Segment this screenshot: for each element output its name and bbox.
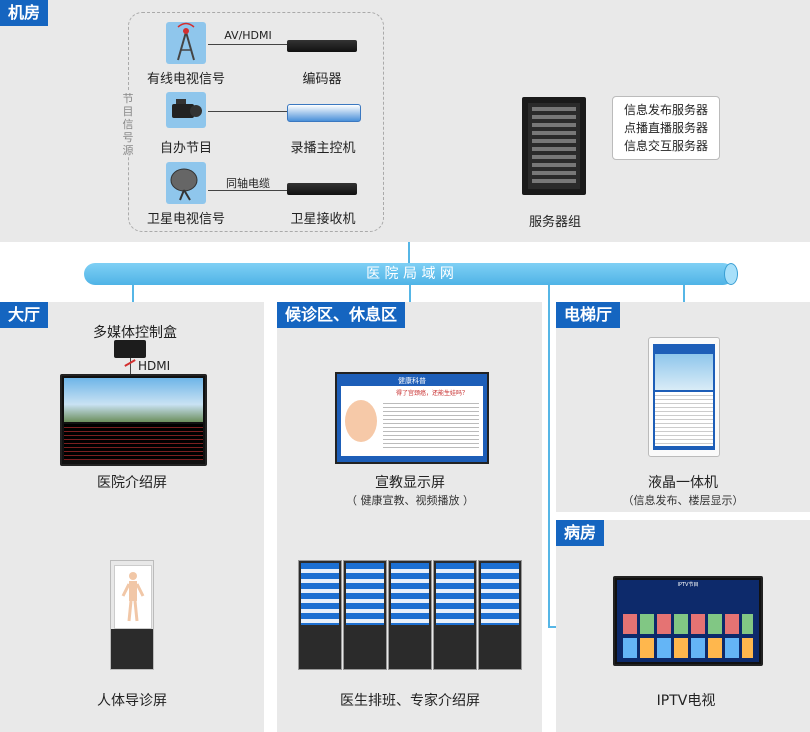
lcd-sublabel: （信息发布、楼层显示） [622,494,744,507]
lan-link-machine-room [408,242,410,266]
edu-screen-title: 得了宫颈癌，还能生娃吗？ [395,390,468,397]
recorder-label: 录播主控机 [290,141,356,156]
schedule-screen-label: 医生排班、专家介绍屏 [340,693,480,709]
lan-bus-end [724,263,738,285]
ward-tag: 病房 [556,520,605,546]
recorder-device [287,104,361,122]
edu-screen-label: 宣教显示屏 [375,475,445,491]
encoder-label: 编码器 [302,72,342,87]
machine-room-tag: 机房 [0,0,49,26]
lcd-device [648,337,720,457]
iptv-display: IPTV节目 [617,580,759,662]
lan-link-waiting [409,285,411,303]
hdmi-label: HDMI [138,359,171,373]
lan-link-ward-h [548,626,560,628]
edu-screen-header: 健康科普 [398,377,426,385]
lan-label: 医 院 局 域 网 [366,266,454,282]
edu-screen-sublabel: （ 健康宣教、视频播放 ） [346,494,474,507]
lcd-label: 液晶一体机 [648,475,718,491]
satellite-tv-label: 卫星电视信号 [146,212,225,227]
control-box-device [114,340,146,358]
server-item: 信息交互服务器 [623,139,708,153]
iptv-device: IPTV节目 [613,576,763,666]
hdmi-line [130,358,131,374]
schedule-screen-array [298,560,522,670]
server-group-label: 服务器组 [528,215,581,230]
server-list-bubble: 信息发布服务器 点播直播服务器 信息交互服务器 [612,96,720,160]
schedule-screen-unit [298,560,342,670]
iptv-label: IPTV电视 [656,693,716,709]
av-hdmi-line [208,44,288,45]
guide-screen-display [114,565,152,629]
server-item: 点播直播服务器 [623,121,708,135]
self-program-label: 自办节目 [159,141,212,156]
schedule-screen-unit [478,560,522,670]
edu-screen-body: 得了宫颈癌，还能生娃吗？ [341,386,483,456]
av-hdmi-label: AV/HDMI [224,29,272,42]
lan-link-ward [548,285,550,627]
baby-illustration-icon [345,400,377,442]
lan-link-elevator [683,285,685,303]
satellite-dish-icon [166,162,206,204]
control-box-label: 多媒体控制盒 [93,325,177,341]
edu-screen-device: 健康科普 得了宫颈癌，还能生娃吗？ [335,372,489,464]
edu-screen-text [383,400,479,450]
schedule-screen-unit [433,560,477,670]
antenna-icon [166,22,206,64]
self-program-line [208,111,288,112]
server-rack-icon [522,97,586,195]
satellite-receiver-label: 卫星接收机 [290,212,356,227]
source-group-label: 节目信号源 [121,92,135,157]
satellite-receiver-device [287,183,357,195]
waiting-tag: 候诊区、休息区 [277,302,406,328]
camera-icon [166,92,206,128]
cable-tv-label: 有线电视信号 [146,72,225,87]
schedule-screen-unit [388,560,432,670]
lan-bus [84,263,734,285]
intro-screen-label: 医院介绍屏 [97,475,167,491]
iptv-header: IPTV节目 [677,582,699,588]
coax-line [208,190,288,191]
lcd-display [653,344,715,450]
guide-screen-device [110,560,154,670]
intro-screen-image [64,378,203,422]
server-item: 信息发布服务器 [623,103,708,117]
intro-screen-device [60,374,207,466]
coax-label: 同轴电缆 [226,177,270,190]
elevator-tag: 电梯厅 [556,302,621,328]
encoder-device [287,40,357,52]
intro-screen-text [64,424,203,460]
schedule-screen-unit [343,560,387,670]
guide-screen-label: 人体导诊屏 [97,693,167,709]
guide-screen-base [111,629,153,669]
lan-link-lobby [132,285,134,303]
lobby-tag: 大厅 [0,302,49,328]
